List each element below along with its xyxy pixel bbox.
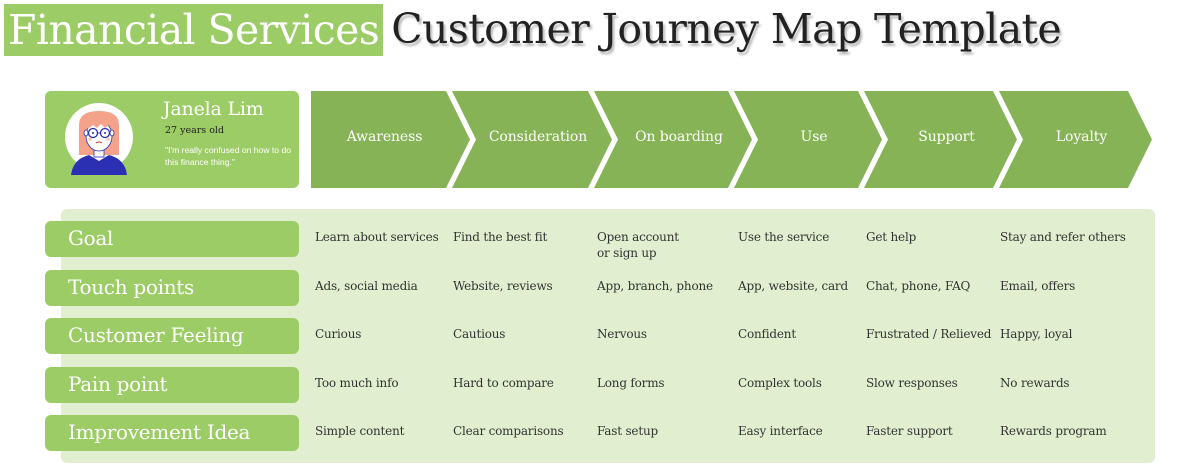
avatar-icon <box>65 103 133 175</box>
table-cell: Website, reviews <box>453 279 553 293</box>
table-cell: Frustrated / Relieved <box>866 327 992 341</box>
row-label-improvement-idea: Improvement Idea <box>45 415 299 451</box>
table-cell: Rewards program <box>1000 424 1107 438</box>
table-cell: Faster support <box>866 424 953 438</box>
table-cell: App, website, card <box>738 279 848 293</box>
table-cell: Easy interface <box>738 424 823 438</box>
table-cell: Fast setup <box>597 424 658 438</box>
stage-chevron <box>594 91 752 188</box>
table-cell: Happy, loyal <box>1000 327 1073 341</box>
table-cell: Curious <box>315 327 362 341</box>
stage-chevron <box>864 91 1017 188</box>
table-cell: Email, offers <box>1000 279 1076 293</box>
table-cell: No rewards <box>1000 376 1070 390</box>
persona-card: Janela Lim 27 years old "I'm really conf… <box>45 91 299 188</box>
table-cell: Too much info <box>315 376 399 390</box>
stage-chevron <box>452 91 612 188</box>
table-cell: Cautious <box>453 327 506 341</box>
table-cell: Clear comparisons <box>453 424 564 438</box>
table-cell: Long forms <box>597 376 665 390</box>
row-label-goal: Goal <box>45 221 299 257</box>
stage-label-consideration: Consideration <box>488 129 588 145</box>
table-cell: App, branch, phone <box>597 279 713 293</box>
table-cell: Learn about services <box>315 230 439 244</box>
table-cell: Slow responses <box>866 376 958 390</box>
stage-chevron <box>999 91 1152 188</box>
row-label-touch-points: Touch points <box>45 270 299 306</box>
title-highlight: Financial Services <box>4 4 384 56</box>
row-label-pain-point: Pain point <box>45 367 299 403</box>
stage-label-use: Use <box>800 129 828 145</box>
stage-chevron <box>734 91 882 188</box>
row-label-customer-feeling: Customer Feeling <box>45 318 299 354</box>
table-cell: Find the best fit <box>453 230 548 244</box>
title-rest: Customer Journey Map Template <box>391 5 1062 53</box>
table-cell: Open account or sign up <box>597 230 679 260</box>
table-cell: Use the service <box>738 230 830 244</box>
table-cell: Stay and refer others <box>1000 230 1126 244</box>
table-cell: Get help <box>866 230 917 244</box>
table-cell: Chat, phone, FAQ <box>866 279 971 293</box>
table-cell: Simple content <box>315 424 405 438</box>
page-title: Financial Services Customer Journey Map … <box>4 0 1062 58</box>
persona-age: 27 years old <box>165 125 225 136</box>
table-cell: Confident <box>738 327 796 341</box>
persona-name: Janela Lim <box>163 98 264 120</box>
stage-label-onboarding: On boarding <box>635 129 723 145</box>
stage-label-awareness: Awareness <box>346 129 423 145</box>
stage-label-loyalty: Loyalty <box>1055 129 1108 145</box>
stage-label-support: Support <box>918 129 975 145</box>
stage-chevron <box>311 91 470 188</box>
table-cell: Hard to compare <box>453 376 554 390</box>
persona-quote: "I'm really confused on how to do this f… <box>165 145 292 167</box>
table-cell: Nervous <box>597 327 647 341</box>
table-cell: Complex tools <box>738 376 822 390</box>
table-cell: Ads, social media <box>315 279 418 293</box>
